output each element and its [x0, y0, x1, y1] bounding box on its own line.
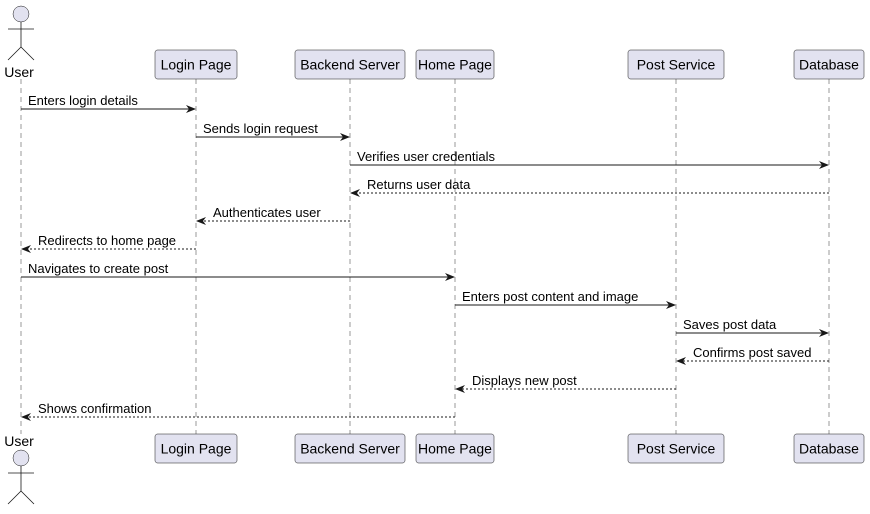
participant-box — [627, 49, 725, 80]
actor-head — [12, 449, 30, 467]
message: Redirects to home page — [21, 233, 196, 253]
message-label: Displays new post — [472, 373, 577, 388]
actor-user-top: User — [4, 5, 35, 80]
participant-box — [415, 433, 495, 464]
message-label: Navigates to create post — [28, 261, 169, 276]
message-label: Sends login request — [203, 121, 318, 136]
participant-box — [793, 49, 865, 80]
participant-post-bottom: Post Service — [627, 433, 725, 464]
message: Authenticates user — [196, 205, 350, 225]
participant-label: Login Page — [161, 57, 232, 73]
message-label: Shows confirmation — [38, 401, 151, 416]
actor-head — [12, 5, 30, 23]
actor-leg-right — [20, 490, 35, 505]
participant-backend-bottom: Backend Server — [294, 433, 406, 464]
participant-label: User — [4, 433, 34, 449]
participant-label: Post Service — [637, 57, 716, 73]
actor-leg-right — [20, 46, 35, 61]
message: Sends login request — [196, 121, 350, 141]
participant-post-top: Post Service — [627, 49, 725, 80]
participant-box — [154, 49, 238, 80]
message-label: Enters post content and image — [462, 289, 638, 304]
participant-box — [793, 433, 865, 464]
participant-label: Backend Server — [300, 57, 400, 73]
participant-login-bottom: Login Page — [154, 433, 238, 464]
message: Enters login details — [21, 93, 196, 113]
participant-box — [294, 49, 406, 80]
message: Enters post content and image — [455, 289, 676, 309]
participant-db-bottom: Database — [793, 433, 865, 464]
participant-box — [627, 433, 725, 464]
message-label: Authenticates user — [213, 205, 321, 220]
participant-label: Database — [799, 57, 859, 73]
actor-leg-left — [7, 46, 22, 61]
participant-label: Backend Server — [300, 441, 400, 457]
message-label: Saves post data — [683, 317, 777, 332]
participant-label: Post Service — [637, 441, 716, 457]
message: Shows confirmation — [21, 401, 455, 421]
message: Displays new post — [455, 373, 676, 393]
message-label: Confirms post saved — [693, 345, 812, 360]
participant-box — [154, 433, 238, 464]
message-label: Enters login details — [28, 93, 138, 108]
message: Navigates to create post — [21, 261, 455, 281]
participant-label: Database — [799, 441, 859, 457]
message: Saves post data — [676, 317, 829, 337]
participant-label: Home Page — [418, 57, 492, 73]
message: Verifies user credentials — [350, 149, 829, 169]
participant-db-top: Database — [793, 49, 865, 80]
participant-backend-top: Backend Server — [294, 49, 406, 80]
message-label: Verifies user credentials — [357, 149, 496, 164]
message-label: Redirects to home page — [38, 233, 176, 248]
actor-leg-left — [7, 490, 22, 505]
participant-box — [294, 433, 406, 464]
message: Confirms post saved — [676, 345, 829, 365]
message: Returns user data — [350, 177, 829, 197]
participant-label: Home Page — [418, 441, 492, 457]
participant-login-top: Login Page — [154, 49, 238, 80]
message-label: Returns user data — [367, 177, 471, 192]
participant-label: Login Page — [161, 441, 232, 457]
participant-home-bottom: Home Page — [415, 433, 495, 464]
participant-box — [415, 49, 495, 80]
participant-home-top: Home Page — [415, 49, 495, 80]
participants-top: User Login Page Backend Server Home Page Pos… — [4, 5, 865, 80]
actor-user-bottom: User — [4, 433, 35, 505]
participant-label: User — [4, 64, 34, 80]
lifelines — [20, 79, 830, 434]
